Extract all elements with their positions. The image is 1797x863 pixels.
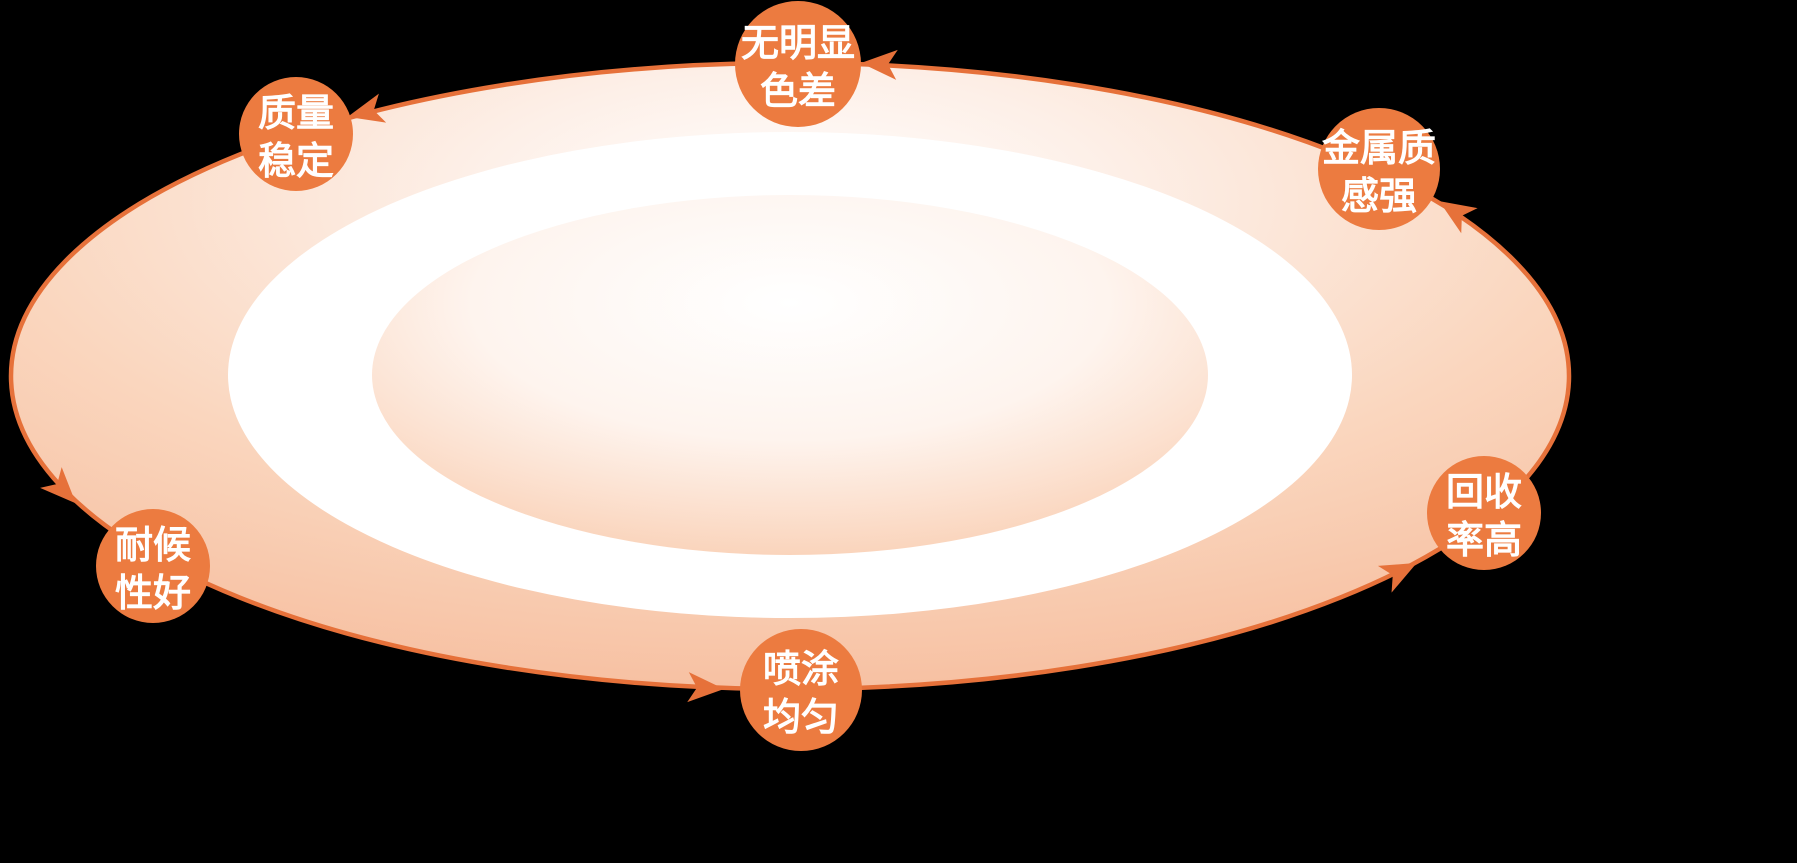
inner-disc: [372, 195, 1208, 555]
badge-circle: [740, 629, 862, 751]
flow-arrow-left: [40, 467, 76, 504]
badge-label-line2: 率高: [1446, 520, 1522, 562]
badge-circle: [735, 1, 861, 127]
badge-label-line1: 喷涂: [763, 649, 839, 691]
badge-circle: [239, 77, 353, 191]
badge-label-line1: 耐候: [115, 525, 191, 567]
badge-circle: [1318, 108, 1440, 230]
badge-strong-metallic-texture: 金属质 感强: [1318, 108, 1440, 230]
badge-label-line1: 质量: [258, 93, 334, 135]
badge-good-weather-resistance: 耐候 性好: [96, 509, 210, 623]
badge-label-line2: 稳定: [258, 141, 334, 183]
badge-label-line2: 色差: [760, 71, 836, 113]
badge-label-line2: 感强: [1341, 176, 1417, 218]
badge-label-line1: 金属质: [1321, 127, 1436, 170]
badge-no-visible-color-difference: 无明显 色差: [735, 1, 861, 127]
badge-circle: [96, 509, 210, 623]
flow-arrow-lower-right: [1377, 562, 1417, 593]
badge-high-recovery-rate: 回收 率高: [1427, 456, 1541, 570]
badge-circle: [1427, 456, 1541, 570]
flow-arrow-right: [1439, 201, 1478, 234]
badge-even-spray-coating: 喷涂 均匀: [740, 629, 862, 751]
flow-arrow-upper-left: [347, 93, 387, 123]
flow-arrow-top: [861, 49, 898, 80]
badge-stable-quality: 质量 稳定: [239, 77, 353, 191]
badge-label-line1: 无明显: [741, 23, 855, 65]
flow-arrow-bottom: [687, 672, 724, 703]
badge-label-line2: 均匀: [763, 697, 839, 739]
flow-arrows: [40, 49, 1478, 703]
badge-label-line1: 回收: [1446, 472, 1522, 514]
badge-label-line2: 性好: [115, 573, 191, 615]
